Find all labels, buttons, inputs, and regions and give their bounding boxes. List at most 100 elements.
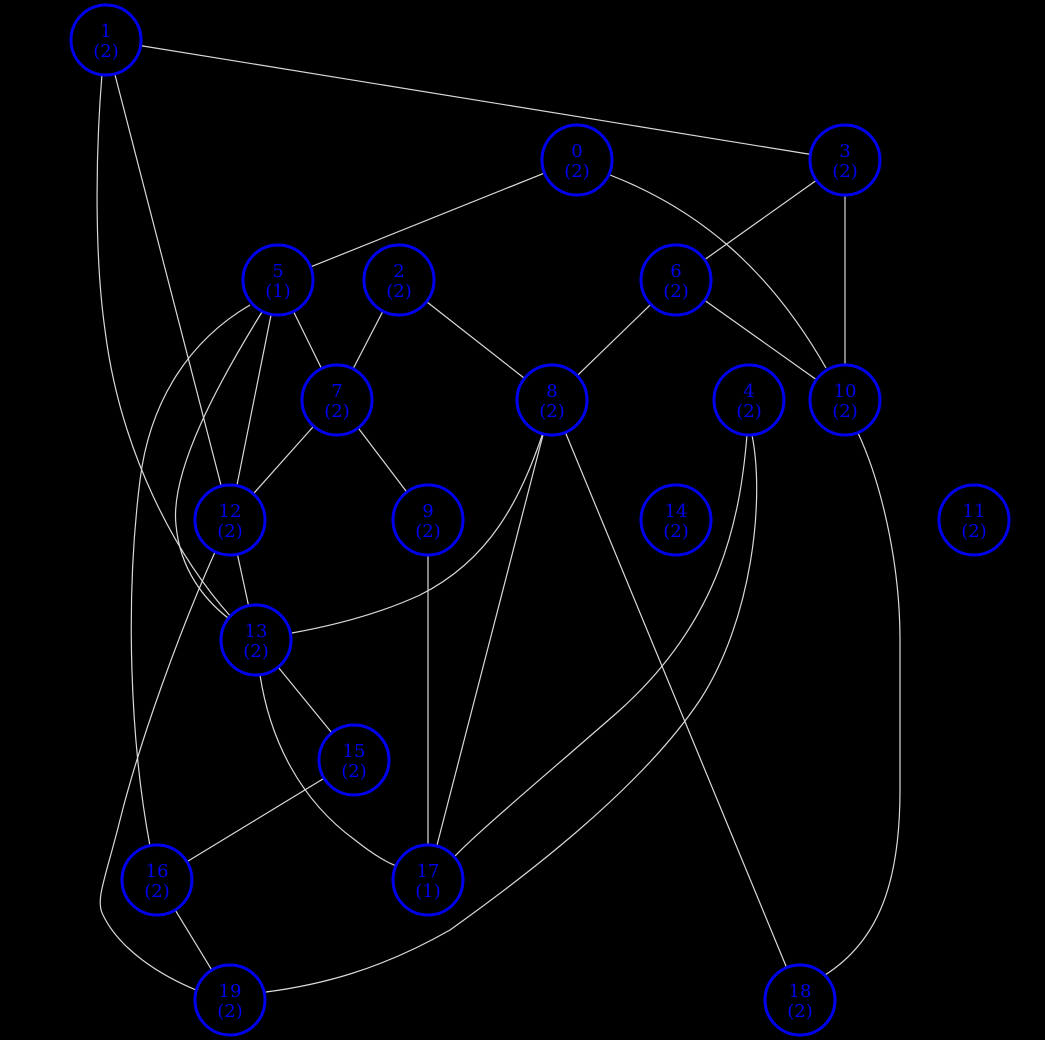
node-2[interactable]: 2(2) (362, 243, 436, 317)
node-circle (317, 723, 391, 797)
node-id-label: 16 (146, 861, 169, 882)
node-weight-label: (2) (564, 161, 590, 182)
node-circle (219, 603, 293, 677)
edge-7-12 (252, 425, 315, 495)
node-18[interactable]: 18(2) (763, 963, 837, 1037)
edge-4-19 (265, 434, 758, 993)
node-0[interactable]: 0(2) (540, 123, 614, 197)
edge-0-5 (310, 172, 545, 268)
node-weight-label: (2) (415, 521, 441, 542)
edge-7-9 (357, 427, 408, 493)
node-circle (391, 483, 465, 557)
node-weight-label: (2) (736, 401, 762, 422)
node-circle (808, 123, 882, 197)
node-circle (193, 963, 267, 1037)
node-circle (763, 963, 837, 1037)
edge-10-18 (824, 432, 901, 976)
node-circle (193, 483, 267, 557)
node-weight-label: (2) (217, 1001, 243, 1022)
node-id-label: 18 (789, 981, 812, 1002)
node-layer: 1(2)0(2)3(2)5(1)2(2)6(2)7(2)8(2)4(2)10(2… (69, 3, 1011, 1037)
node-6[interactable]: 6(2) (639, 243, 713, 317)
edge-1-3 (140, 45, 811, 155)
edge-12-19 (99, 551, 216, 991)
node-circle (515, 363, 589, 437)
node-id-label: 5 (272, 261, 283, 282)
node-weight-label: (2) (93, 41, 119, 62)
node-circle (712, 363, 786, 437)
node-circle (808, 363, 882, 437)
node-weight-label: (2) (663, 521, 689, 542)
node-weight-label: (2) (832, 401, 858, 422)
node-14[interactable]: 14(2) (639, 483, 713, 557)
node-id-label: 10 (834, 381, 857, 402)
edge-15-16 (186, 777, 325, 863)
node-weight-label: (2) (217, 521, 243, 542)
node-circle (300, 363, 374, 437)
edge-13-17 (259, 674, 398, 867)
node-id-label: 9 (422, 501, 433, 522)
edge-12-13 (236, 554, 250, 606)
node-weight-label: (2) (341, 761, 367, 782)
node-5[interactable]: 5(1) (241, 243, 315, 317)
node-16[interactable]: 16(2) (120, 843, 194, 917)
edge-5-7 (292, 311, 323, 369)
node-weight-label: (2) (386, 281, 412, 302)
edge-3-6 (704, 179, 817, 261)
node-circle (639, 483, 713, 557)
node-weight-label: (2) (144, 881, 170, 902)
node-weight-label: (2) (787, 1001, 813, 1022)
node-circle (937, 483, 1011, 557)
edge-8-18 (564, 432, 788, 968)
node-id-label: 1 (100, 21, 111, 42)
node-circle (639, 243, 713, 317)
node-weight-label: (2) (832, 161, 858, 182)
node-4[interactable]: 4(2) (712, 363, 786, 437)
edge-layer (96, 45, 901, 993)
edge-5-13 (174, 311, 263, 619)
edge-5-12 (236, 314, 272, 486)
edge-2-7 (352, 310, 384, 370)
node-weight-label: (2) (539, 401, 565, 422)
node-10[interactable]: 10(2) (808, 363, 882, 437)
node-circle (120, 843, 194, 917)
node-circle (362, 243, 436, 317)
node-8[interactable]: 8(2) (515, 363, 589, 437)
node-id-label: 13 (245, 621, 268, 642)
edge-6-8 (576, 303, 652, 377)
node-15[interactable]: 15(2) (317, 723, 391, 797)
node-id-label: 2 (393, 261, 404, 282)
node-11[interactable]: 11(2) (937, 483, 1011, 557)
node-id-label: 6 (670, 261, 681, 282)
node-weight-label: (1) (265, 281, 291, 302)
node-13[interactable]: 13(2) (219, 603, 293, 677)
node-id-label: 12 (219, 501, 242, 522)
node-weight-label: (2) (243, 641, 269, 662)
node-1[interactable]: 1(2) (69, 3, 143, 77)
node-circle (540, 123, 614, 197)
node-id-label: 0 (571, 141, 582, 162)
node-id-label: 14 (665, 501, 688, 522)
node-id-label: 19 (219, 981, 242, 1002)
node-id-label: 4 (743, 381, 754, 402)
edge-16-19 (174, 909, 213, 971)
edge-4-17 (454, 434, 748, 857)
node-circle (241, 243, 315, 317)
node-7[interactable]: 7(2) (300, 363, 374, 437)
node-id-label: 17 (417, 861, 440, 882)
node-weight-label: (2) (961, 521, 987, 542)
node-12[interactable]: 12(2) (193, 483, 267, 557)
node-id-label: 11 (963, 501, 986, 522)
edge-6-10 (704, 299, 817, 381)
node-9[interactable]: 9(2) (391, 483, 465, 557)
node-id-label: 15 (343, 741, 366, 762)
node-19[interactable]: 19(2) (193, 963, 267, 1037)
node-id-label: 3 (839, 141, 850, 162)
edge-8-17 (436, 433, 544, 847)
node-circle (391, 843, 465, 917)
node-circle (69, 3, 143, 77)
edge-1-13 (96, 73, 233, 619)
node-3[interactable]: 3(2) (808, 123, 882, 197)
node-17[interactable]: 17(1) (391, 843, 465, 917)
